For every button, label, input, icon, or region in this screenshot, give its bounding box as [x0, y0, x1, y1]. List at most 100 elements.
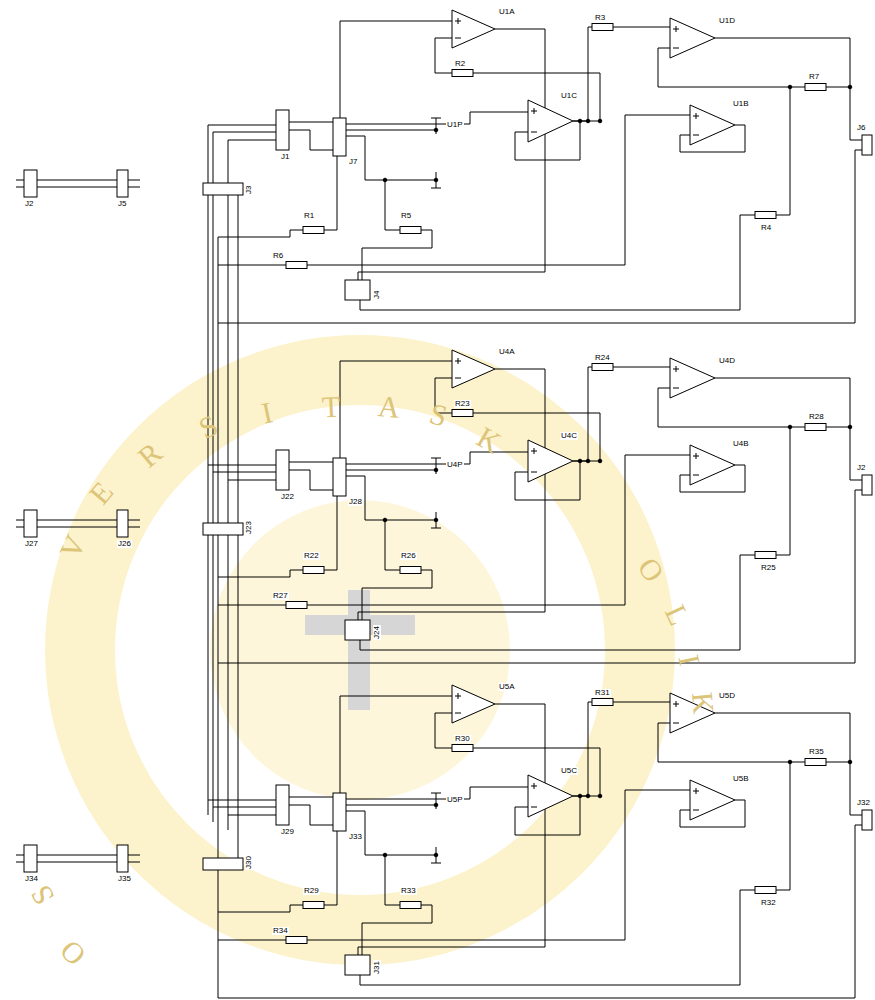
part-label: U4P: [446, 461, 464, 469]
resistor-symbol: [400, 567, 421, 574]
resistor-symbol: [452, 745, 473, 752]
part-label: R30: [454, 735, 471, 743]
opamp-symbol: [452, 10, 495, 48]
wire: [307, 790, 690, 940]
part-label: U1C: [560, 92, 578, 100]
junction-dot: [578, 794, 582, 798]
resistor-symbol: [805, 84, 826, 91]
wire: [16, 855, 24, 856]
junction-dot: [578, 119, 582, 123]
part-label: J3: [245, 185, 253, 195]
supply-symbol: [431, 512, 441, 528]
opamp-symbol: [670, 358, 715, 398]
wire: [324, 156, 337, 230]
wire: [37, 520, 117, 521]
connector-symbol: [862, 810, 872, 830]
opamp-symbol: [690, 780, 735, 820]
wire: [37, 187, 117, 188]
part-label: R26: [400, 552, 417, 560]
wire: [360, 215, 755, 310]
part-label: R27: [272, 592, 289, 600]
wire: [37, 862, 117, 863]
plus-sign: [455, 693, 461, 699]
wire: [208, 465, 276, 466]
wire: [346, 805, 436, 806]
part-label: J32: [856, 799, 871, 807]
supply-symbol: [431, 118, 441, 134]
bus-wire: [208, 125, 209, 815]
wire: [362, 905, 432, 955]
wire: [218, 265, 286, 266]
wire: [324, 831, 337, 905]
resistor-symbol: [592, 364, 613, 371]
part-label: R35: [808, 748, 825, 756]
resistor-symbol: [755, 887, 776, 894]
part-label: J24: [373, 625, 381, 640]
wire: [218, 570, 303, 577]
wire: [289, 122, 333, 123]
minus-sign: [455, 378, 461, 379]
wire: [573, 702, 592, 796]
wire: [613, 702, 670, 703]
bus-wire: [213, 132, 214, 822]
wire: [340, 361, 452, 458]
wire: [37, 527, 117, 528]
wire: [385, 180, 400, 230]
junction-dot: [434, 178, 438, 182]
connector-symbol: [203, 523, 243, 535]
minus-sign: [673, 723, 679, 724]
wire: [16, 187, 24, 188]
part-label: R29: [303, 887, 320, 895]
junction-dot: [848, 85, 852, 89]
part-label: U1P: [446, 121, 464, 129]
wire: [37, 855, 117, 856]
resistor-symbol: [452, 410, 473, 417]
junction-dot: [598, 119, 602, 123]
part-label: U4D: [718, 357, 736, 365]
resistor-symbol: [805, 759, 826, 766]
opamp-symbol: [528, 775, 573, 817]
wire: [826, 762, 850, 763]
wire: [218, 825, 862, 998]
part-label: J7: [348, 158, 358, 166]
part-label: U1B: [732, 100, 750, 108]
connector-symbol: [24, 510, 37, 537]
part-label: J26: [117, 540, 132, 548]
part-label: J23: [245, 520, 253, 535]
wire: [208, 125, 276, 126]
connector-symbol: [862, 135, 872, 155]
connector-symbol: [24, 845, 37, 872]
wire: [228, 815, 276, 816]
part-label: R34: [272, 927, 289, 935]
resistor-symbol: [400, 227, 421, 234]
wire: [362, 230, 432, 280]
opamp-symbol: [690, 445, 735, 485]
wire: [218, 940, 286, 941]
part-label: U1D: [718, 17, 736, 25]
minus-sign: [531, 472, 537, 473]
wire: [37, 180, 117, 181]
resistor-symbol: [303, 227, 324, 234]
part-label: U4C: [560, 432, 578, 440]
plus-sign: [673, 366, 679, 372]
part-label: R2: [454, 60, 466, 68]
plus-sign: [531, 783, 537, 789]
wire: [385, 855, 400, 905]
junction-dot: [598, 459, 602, 463]
wire: [360, 890, 755, 985]
connector-symbol: [333, 118, 346, 156]
wire: [776, 87, 790, 215]
bus-wire: [218, 237, 219, 998]
minus-sign: [693, 475, 699, 476]
wire: [218, 905, 303, 912]
opamp-symbol: [670, 18, 715, 58]
part-label: U5P: [446, 796, 464, 804]
junction-dot: [788, 425, 792, 429]
part-label: J31: [373, 960, 381, 975]
wiring: [16, 10, 872, 998]
part-label: U4B: [732, 440, 750, 448]
part-label: J2: [24, 200, 34, 208]
part-label: R7: [808, 73, 820, 81]
